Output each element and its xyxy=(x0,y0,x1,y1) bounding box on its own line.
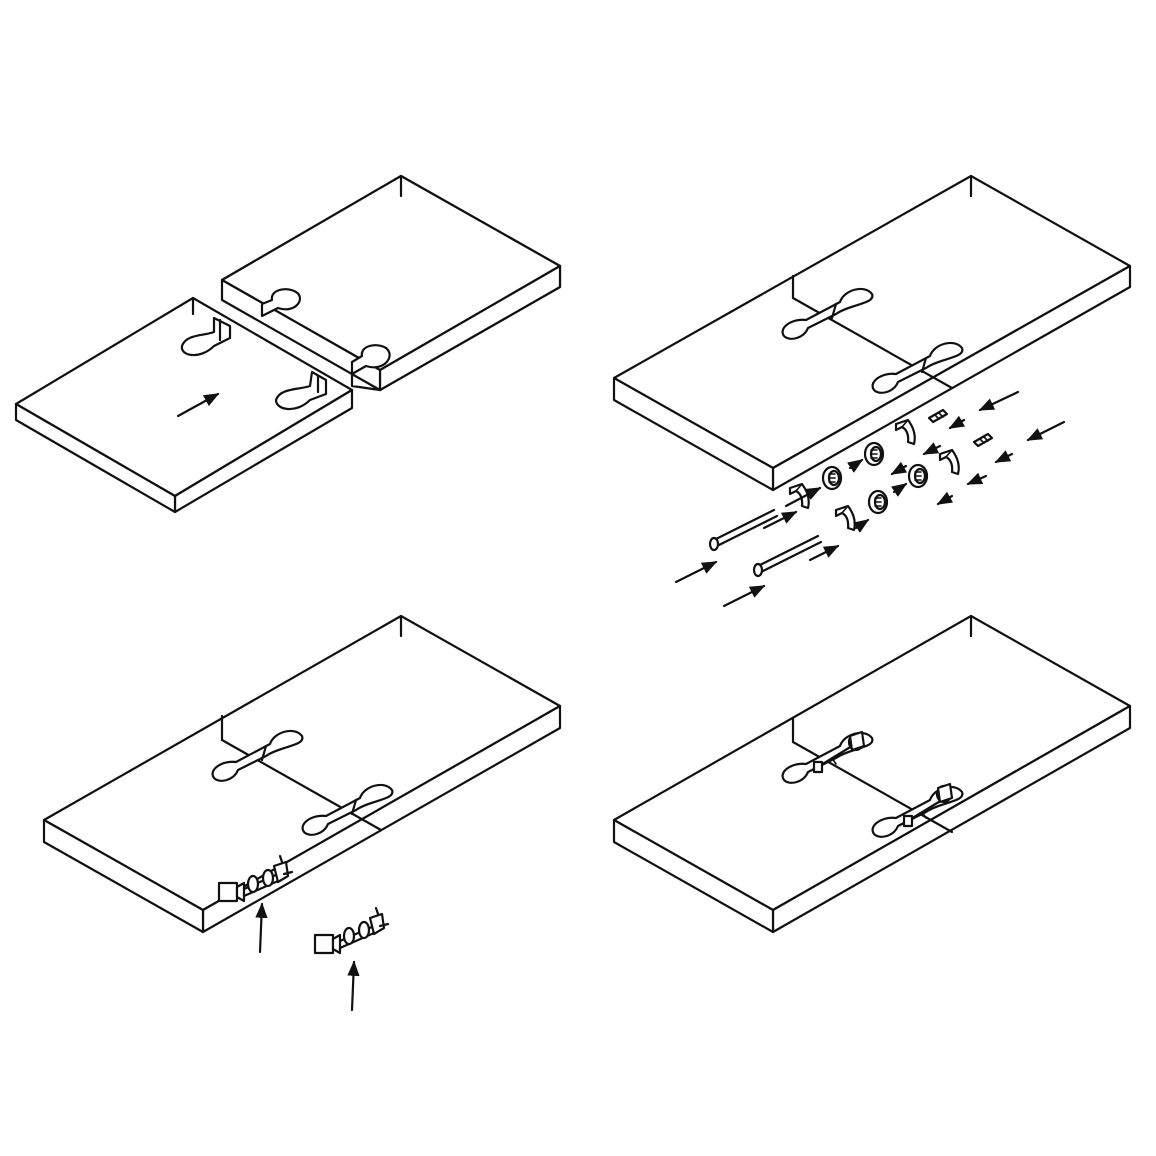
arrow-icon xyxy=(674,560,718,584)
dowel-icon xyxy=(972,432,994,448)
arrow-icon xyxy=(922,442,942,456)
cam-nut-icon xyxy=(863,441,885,467)
arrow-icon xyxy=(847,458,864,473)
installed-connector xyxy=(902,782,954,828)
arrow-icon xyxy=(347,960,360,1012)
arrow-icon xyxy=(1026,420,1066,442)
panel-front xyxy=(14,296,354,514)
pin-icon xyxy=(752,534,823,578)
arrow-icon xyxy=(966,472,988,486)
panel-back xyxy=(220,174,562,392)
bracket-icon xyxy=(938,448,960,476)
arrow-icon xyxy=(890,461,908,476)
step-4-assembled xyxy=(612,614,1132,934)
connector-bolt-icon xyxy=(313,906,390,955)
installed-connector xyxy=(812,730,866,774)
arrow-icon xyxy=(784,486,822,508)
arrow-icon xyxy=(808,544,840,562)
arrow-icon xyxy=(994,450,1014,464)
arrow-icon xyxy=(936,491,954,506)
cam-nut-icon xyxy=(821,465,843,491)
step-1-panel-pair xyxy=(14,174,562,514)
step-3-bolts xyxy=(42,614,562,1012)
arrow-icon xyxy=(722,584,766,608)
arrow-icon xyxy=(255,902,268,954)
arrow-icon xyxy=(948,415,966,430)
arrow-icon xyxy=(891,482,908,497)
pin-icon xyxy=(708,508,779,552)
arrow-icon xyxy=(978,390,1020,412)
arrow-icon xyxy=(762,510,798,530)
cam-nut-icon xyxy=(907,463,929,489)
arrow-icon xyxy=(853,518,870,533)
dowel-icon xyxy=(927,408,949,424)
cam-nut-icon xyxy=(867,489,889,515)
arrow-icon xyxy=(176,392,220,418)
bracket-icon xyxy=(894,418,916,446)
hardware-parts xyxy=(674,390,1066,608)
step-2-exploded xyxy=(612,174,1132,608)
bracket-icon xyxy=(834,504,856,532)
